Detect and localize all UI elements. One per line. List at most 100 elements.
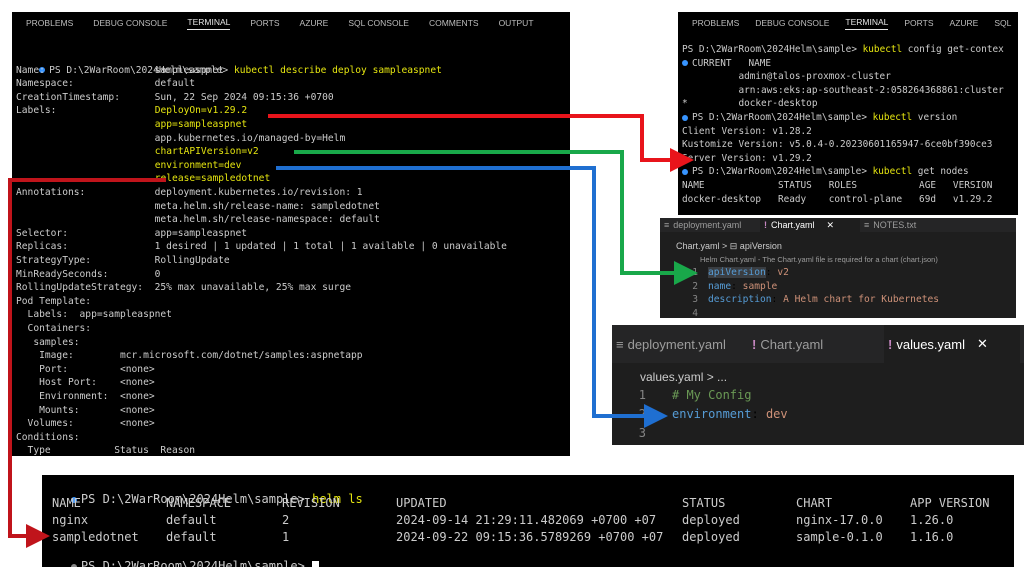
output-line: Replicas: 1 desired | 1 updated | 1 tota… — [16, 241, 507, 253]
prompt-dot-icon — [682, 114, 688, 121]
line-text: Client Version: v1.28.2 — [682, 125, 812, 137]
yaml-comment: # My Config — [672, 388, 752, 402]
values-yaml-editor: ≡deployment.yaml!Chart.yaml!values.yaml✕… — [612, 325, 1024, 445]
table-cell: 2024-09-22 09:15:36.5789269 +0700 +07 — [396, 529, 664, 544]
output-line: samples: — [16, 336, 80, 348]
command-args: get nodes — [912, 166, 969, 178]
table-cell: nginx — [52, 513, 89, 527]
output-line: CURRENT NAME — [682, 57, 771, 71]
tab-problems[interactable]: PROBLEMS — [26, 18, 74, 28]
output-line: Client Version: v1.28.2 — [682, 125, 812, 139]
line-number: 4 — [692, 307, 698, 318]
tab-ports[interactable]: PORTS — [904, 18, 934, 28]
yaml-value: sample — [742, 280, 778, 292]
output-line: Labels: app=sampleaspnet — [16, 309, 172, 321]
helm-final-prompt[interactable]: PS D:\2WarRoom\2024Helm\sample> — [42, 545, 320, 567]
line-number: 3 — [692, 294, 698, 306]
table-cell: CHART — [796, 496, 833, 510]
close-icon[interactable]: ✕ — [976, 336, 988, 351]
tab-output[interactable]: OUTPUT — [498, 18, 534, 28]
values-breadcrumb[interactable]: values.yaml > ... — [640, 370, 728, 384]
output-line — [16, 159, 155, 173]
yaml-value: v2 — [777, 267, 789, 278]
tab-label: Chart.yaml — [760, 336, 824, 352]
output-line: app.kubernetes.io/managed-by=Helm — [16, 132, 346, 144]
command-text: kubectl — [872, 166, 913, 178]
output-line: Annotations: deployment.kubernetes.io/re… — [16, 187, 363, 198]
table-cell: nginx-17.0.0 — [796, 513, 883, 527]
file-lines-icon: ≡ — [864, 220, 870, 230]
output-line: Containers: — [16, 323, 92, 334]
tab-debug-console[interactable]: DEBUG CONSOLE — [755, 18, 830, 28]
line-text: Server Version: v1.29.2 — [682, 152, 812, 164]
yaml-icon: ! — [764, 220, 767, 230]
command-args: version — [912, 112, 958, 123]
table-cell: 2024-09-14 21:29:11.482069 +0700 +07 — [396, 513, 657, 527]
code-line: 4 — [670, 308, 708, 318]
output-line: docker-desktop Ready control-plane 69d v… — [682, 193, 992, 207]
tab-sql[interactable]: SQL — [994, 18, 1012, 28]
output-line: arn:aws:eks:ap-southeast-2:058264368861:… — [682, 84, 1003, 98]
output-line: MinReadySeconds: 0 — [16, 268, 161, 280]
label-environment: environment=dev — [154, 159, 242, 171]
tab-deployment-yaml[interactable]: ≡deployment.yaml — [612, 325, 748, 363]
table-cell: APP VERSION — [910, 496, 990, 510]
yaml-key: name — [708, 280, 732, 292]
prompt-dot-icon — [39, 66, 46, 73]
output-line: Mounts: <none> — [16, 404, 155, 416]
tab-debug-console[interactable]: DEBUG CONSOLE — [93, 18, 168, 28]
prompt-text: PS D:\2WarRoom\2024Helm\sample> — [49, 64, 229, 76]
tab-comments[interactable]: COMMENTS — [428, 18, 479, 28]
table-cell: sampledotnet — [52, 529, 139, 544]
output-line: Image: mcr.microsoft.com/dotnet/samples:… — [16, 350, 363, 362]
tab-sql-console[interactable]: SQL CONSOLE — [348, 18, 409, 28]
tab-values-yaml[interactable]: !values.yaml✕ — [884, 325, 1020, 363]
version-terminal-tabs: PROBLEMS DEBUG CONSOLE TERMINAL PORTS AZURE S… — [678, 12, 1018, 34]
command-args: config get-contex — [902, 44, 1004, 55]
table-cell: 2 — [282, 513, 290, 527]
code-line: 1# My Config — [622, 388, 752, 402]
tab-azure[interactable]: AZURE — [299, 18, 329, 28]
tab-chart-yaml[interactable]: !Chart.yaml✕ — [760, 218, 860, 232]
cursor — [312, 561, 320, 567]
output-line — [16, 145, 155, 159]
tab-terminal[interactable]: TERMINAL — [187, 17, 231, 30]
prompt-dot-icon — [682, 168, 688, 175]
output-line: PS D:\2WarRoom\2024Helm\sample> kubectl … — [682, 111, 957, 125]
output-line: NAME STATUS ROLES AGE VERSION — [682, 179, 992, 193]
line-text: CURRENT NAME — [692, 57, 772, 69]
line-text: NAME STATUS ROLES AGE VERSION — [682, 180, 993, 191]
table-cell: NAMESPACE — [166, 496, 232, 510]
tab-deployment-yaml[interactable]: ≡deployment.yaml — [660, 218, 760, 232]
tab-problems[interactable]: PROBLEMS — [692, 18, 740, 28]
table-cell: deployed — [682, 529, 740, 544]
line-text: * docker-desktop — [682, 98, 818, 110]
yaml-value: dev — [765, 407, 788, 421]
output-line: Type Status Reason — [16, 445, 196, 456]
output-line: RollingUpdateStrategy: 25% max unavailab… — [16, 282, 352, 294]
tab-label: values.yaml — [896, 336, 965, 352]
output-line: meta.helm.sh/release-name: sampledotnet — [16, 200, 380, 212]
table-cell: 1.16.0 — [910, 529, 954, 544]
tab-ports[interactable]: PORTS — [250, 18, 280, 28]
tab-notes-txt[interactable]: ≡NOTES.txt — [860, 218, 960, 232]
helm-terminal-panel: PS D:\2WarRoom\2024Helm\sample> helm ls … — [42, 475, 1014, 567]
helm-command: helm ls — [312, 492, 363, 506]
chart-breadcrumb[interactable]: Chart.yaml > ⊟ apiVersion — [676, 241, 782, 251]
prompt-text: PS D:\2WarRoom\2024Helm\sample> — [692, 166, 867, 178]
table-cell: 1 — [282, 529, 290, 544]
tab-terminal[interactable]: TERMINAL — [845, 17, 889, 30]
line-number: 3 — [638, 426, 646, 440]
line-text: docker-desktop Ready control-plane 69d v… — [682, 193, 993, 205]
output-line: * docker-desktop — [682, 97, 817, 111]
yaml-value: A Helm chart for Kubernetes — [783, 294, 940, 306]
tab-azure[interactable]: AZURE — [949, 18, 979, 28]
yaml-key: environment — [672, 407, 752, 421]
prompt-text: PS D:\2WarRoom\2024Helm\sample> — [682, 44, 857, 55]
tab-chart-yaml[interactable]: !Chart.yaml — [748, 325, 884, 363]
output-line: Labels: — [16, 105, 155, 117]
close-icon[interactable]: ✕ — [826, 219, 835, 230]
file-lines-icon: ≡ — [616, 336, 624, 352]
table-cell: default — [166, 529, 217, 544]
